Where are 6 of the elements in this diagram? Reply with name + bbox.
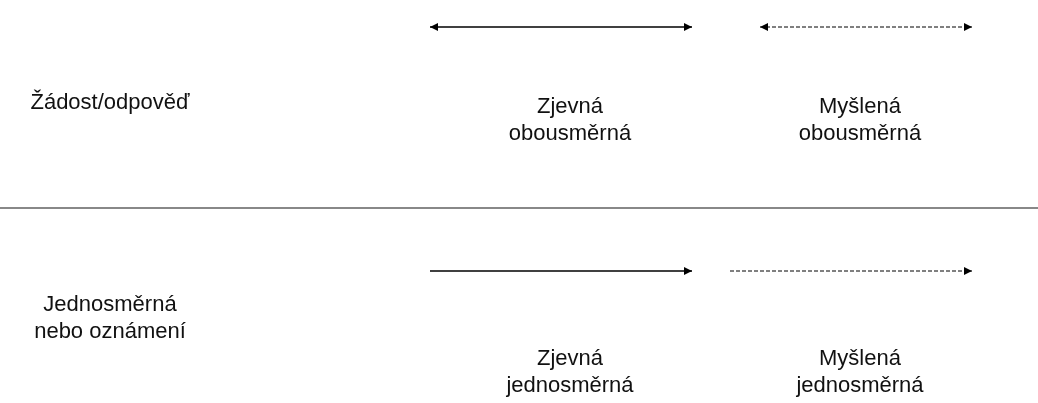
legend-label: Myšlená obousměrná (797, 92, 923, 146)
legend-label: Zjevná jednosměrná (505, 344, 635, 398)
legend-label: Myšlená jednosměrná (795, 344, 925, 398)
legend-label: Zjevná obousměrná (507, 92, 633, 146)
row-heading: Jednosměrná nebo oznámení (33, 290, 187, 344)
row-heading: Žádost/odpověď (29, 88, 191, 115)
